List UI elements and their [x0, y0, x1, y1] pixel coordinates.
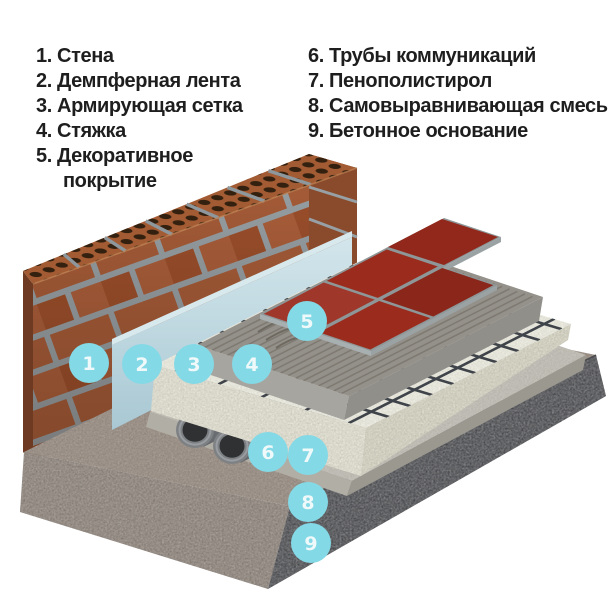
legend-item-2: 2. Демпферная лента — [36, 70, 241, 92]
tile-edge-extra — [443, 237, 501, 272]
legend-item-4: 4. Стяжка — [36, 120, 126, 142]
badge-4: 4 — [232, 344, 272, 384]
number-badges: 1 2 3 4 5 6 7 8 — [69, 301, 331, 563]
badge-6: 6 — [248, 432, 288, 472]
svg-text:4: 4 — [245, 354, 258, 376]
svg-text:5: 5 — [300, 311, 313, 333]
svg-text:3: 3 — [187, 354, 200, 376]
legend-column-1: 1. Стена 2. Демпферная лента 3. Армирующ… — [36, 44, 278, 194]
tile-edge-front — [371, 285, 497, 356]
legend-item-9: 9. Бетонное основание — [308, 120, 528, 142]
badge-7: 7 — [288, 435, 328, 475]
legend-item-8: 8. Самовыравнивающая смесь — [308, 95, 608, 117]
damper-tape-top-edge — [112, 231, 352, 345]
wall-top-mortar-lines — [62, 169, 312, 269]
svg-text:7: 7 — [301, 445, 314, 467]
legend-item-7: 7. Пенополистирол — [308, 70, 492, 92]
badge-3: 3 — [174, 344, 214, 384]
svg-text:2: 2 — [135, 354, 148, 376]
badge-2: 2 — [122, 344, 162, 384]
badge-1: 1 — [69, 343, 109, 383]
self-leveling-front-face — [347, 355, 586, 496]
screed-front-face — [344, 297, 543, 420]
svg-text:1: 1 — [82, 353, 95, 375]
legend-item-5: 5. Декоративное покрытие — [36, 145, 193, 192]
badge-9: 9 — [291, 523, 331, 563]
perforated-brick-holes — [23, 154, 357, 284]
legend-item-3: 3. Армирующая сетка — [36, 95, 243, 117]
screed-left-face — [193, 345, 349, 420]
svg-text:9: 9 — [304, 533, 317, 555]
legend-item-1: 1. Стена — [36, 45, 114, 67]
legend-item-6: 6. Трубы коммуникаций — [308, 45, 536, 67]
wall-top-face — [23, 154, 358, 285]
pipe-opening — [219, 434, 245, 458]
legend-column-2: 6. Трубы коммуникаций 7. Пенополистирол … — [308, 44, 608, 144]
svg-text:6: 6 — [261, 442, 274, 464]
wall-end-left-face — [23, 271, 33, 462]
badge-5: 5 — [287, 301, 327, 341]
svg-text:8: 8 — [301, 492, 314, 514]
badge-8: 8 — [288, 482, 328, 522]
